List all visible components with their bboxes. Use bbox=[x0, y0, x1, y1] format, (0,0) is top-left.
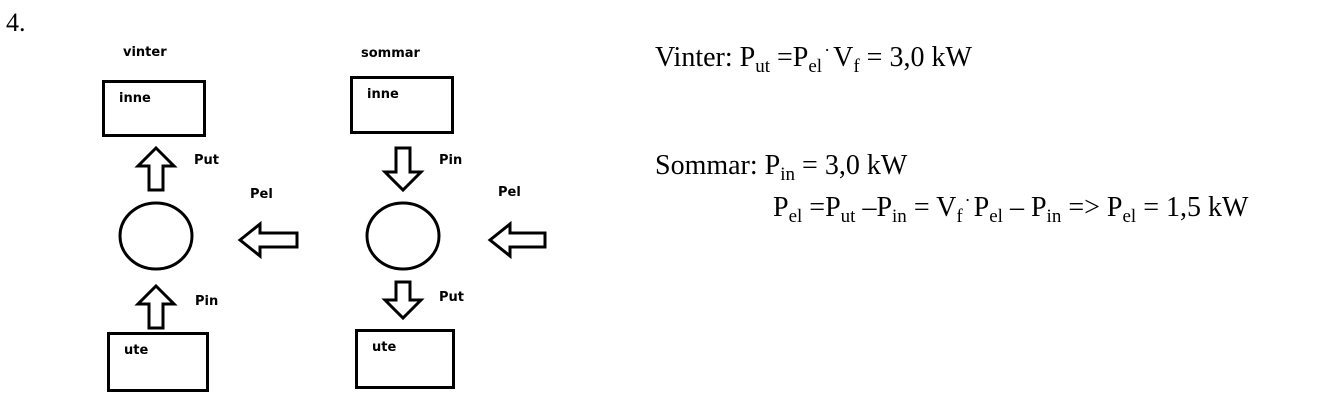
winter-inne-label: inne bbox=[119, 91, 151, 106]
winter-heat-pump-circle bbox=[118, 201, 194, 271]
summer-equation-2: Pel =Put –Pin = Vf·Pel – Pin => Pel = 1,… bbox=[773, 190, 1249, 227]
winter-side-label: Pel bbox=[250, 187, 273, 202]
summer-equation-1: Sommar: Pin = 3,0 kW bbox=[655, 150, 908, 185]
summer-left-arrow-pel bbox=[487, 220, 547, 260]
summer-arrow-top-label: Pin bbox=[439, 153, 463, 168]
summer-ute-label: ute bbox=[372, 340, 397, 355]
winter-equation: Vinter: Put =Pel·Vf = 3,0 kW bbox=[655, 40, 972, 77]
summer-inne-box: inne bbox=[350, 76, 454, 134]
winter-inne-box: inne bbox=[102, 80, 206, 137]
summer-ute-box: ute bbox=[355, 329, 455, 389]
summer-arrow-bottom-label: Put bbox=[439, 290, 464, 305]
winter-title: vinter bbox=[123, 45, 167, 60]
winter-left-arrow-pel bbox=[237, 220, 299, 260]
summer-down-arrow-bottom bbox=[381, 280, 425, 321]
winter-ute-label: ute bbox=[124, 343, 149, 358]
summer-inne-label: inne bbox=[367, 87, 399, 102]
summer-side-label: Pel bbox=[498, 185, 521, 200]
winter-up-arrow-bottom bbox=[134, 283, 178, 330]
winter-arrow-bottom-label: Pin bbox=[195, 294, 219, 309]
question-number: 4. bbox=[6, 8, 26, 37]
winter-up-arrow-top bbox=[134, 145, 178, 192]
summer-down-arrow-top bbox=[381, 146, 425, 193]
winter-arrow-top-label: Put bbox=[194, 153, 219, 168]
summer-heat-pump-circle bbox=[365, 201, 441, 271]
summer-title: sommar bbox=[361, 46, 420, 61]
winter-ute-box: ute bbox=[107, 332, 209, 392]
